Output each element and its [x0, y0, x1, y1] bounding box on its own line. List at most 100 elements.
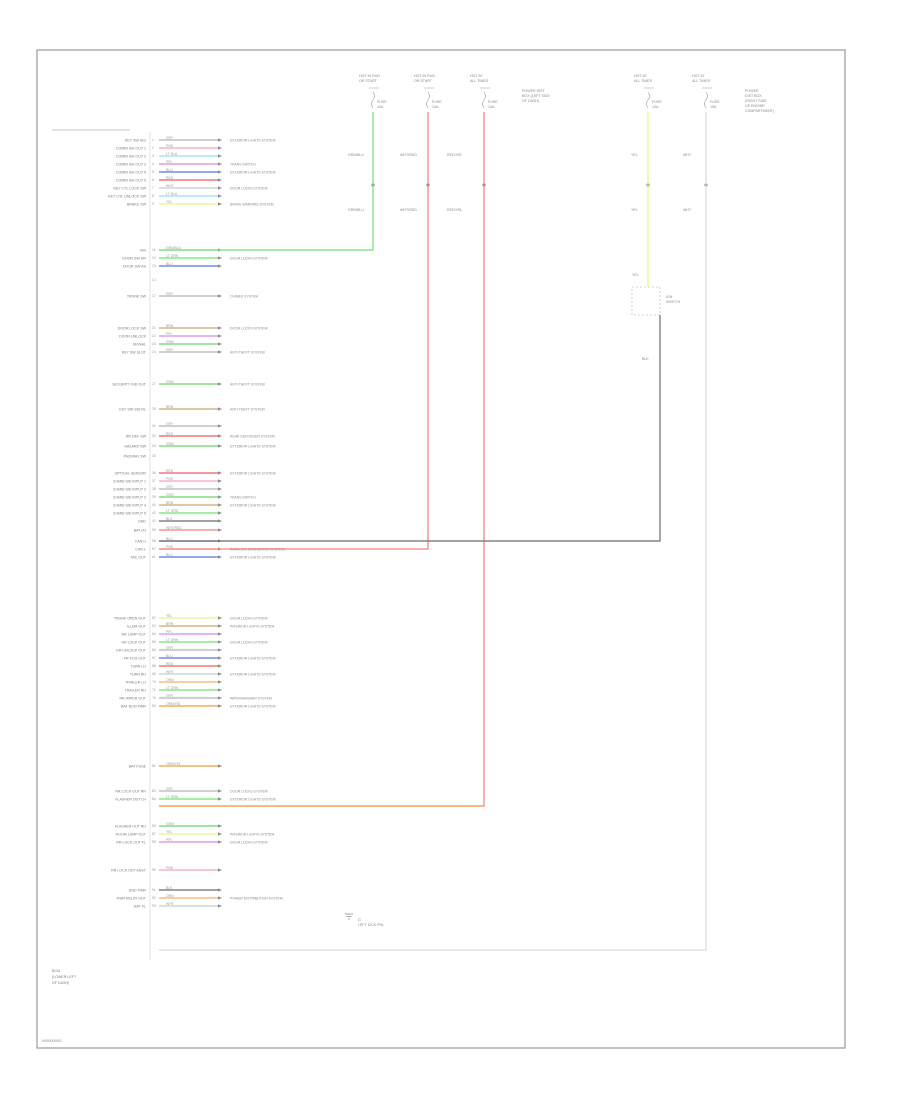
pin-destination: EXTERIOR LIGHTS SYSTEM [230, 672, 276, 676]
wire-color-label: WHT [683, 153, 692, 157]
arrow-icon [218, 896, 222, 900]
pin-function-label: RR LOCK OUT FL [116, 840, 146, 844]
pin-row: FR FOG OUT 67 BLU EXTERIOR LIGHTS SYSTEM [124, 654, 276, 660]
ign-feed-wire [159, 112, 374, 251]
pin-function-label: IGN [140, 248, 147, 252]
fuse-name: FUSE [488, 100, 498, 104]
arrow-icon [218, 382, 222, 386]
fuse-supply-label: HOT IN RUN [414, 74, 435, 78]
pin-number: 34 [152, 454, 156, 458]
arrow-icon [218, 764, 222, 768]
pin-function-label: BAT BCM PWR [121, 704, 146, 708]
pin-function-label: DR UNLOCK OUT [116, 648, 147, 652]
pin-wire-color: PNK [166, 477, 174, 481]
fuse-rating: 10A [488, 105, 495, 109]
pin-function-label: HAZARD SW [124, 444, 146, 448]
pin-number: 11 [152, 248, 156, 252]
pin-number: 62 [152, 616, 156, 620]
pin-number: 22 [152, 334, 156, 338]
fuse-box-note: BOX (LEFT SIDE [522, 94, 550, 98]
arrow-icon [218, 672, 222, 676]
pin-destination: TRANS SWITCH [230, 162, 256, 166]
pin-number: 80 [152, 704, 156, 708]
arrow-icon [218, 664, 222, 668]
pin-number: 42 [152, 519, 156, 523]
pin-wire-color: BLU [166, 654, 173, 658]
pin-function-label: COMBI SW OUT 2 [116, 154, 146, 158]
pin-wire-color: WHT/RED [166, 526, 182, 530]
arrow-icon [218, 264, 222, 268]
arrow-icon [218, 888, 222, 892]
pin-function-label: PASSING SW [124, 454, 147, 458]
pin-function-label: FR FOG OUT [124, 656, 147, 660]
arrow-icon [218, 342, 222, 346]
pin-wire-color: GRY [166, 422, 174, 426]
pin-wire-color: LT BLU [166, 152, 178, 156]
pin-number: 84 [152, 797, 156, 801]
arrow-icon [218, 256, 222, 260]
pin-function-label: SECURITY IND OUT [112, 382, 147, 386]
pin-number: 87 [152, 832, 156, 836]
pin-number: 68 [152, 664, 156, 668]
arrow-icon [218, 138, 222, 142]
fuse-rating: 15A [710, 105, 717, 109]
arrow-icon [218, 434, 222, 438]
pin-number: 4 [152, 162, 154, 166]
pin-number: 89 [152, 840, 156, 844]
arrow-icon [218, 696, 222, 700]
arrow-icon [218, 904, 222, 908]
pin-wire-color: GRN [166, 822, 174, 826]
pin-wire-color: GRY [166, 787, 174, 791]
pin-wire-color: WHT [166, 184, 174, 188]
pin-function-label: COMBI SW OUT 4 [116, 170, 146, 174]
pin-wire-color: WHT [166, 670, 174, 674]
pin-wire-color: GRY [166, 348, 174, 352]
figure-code: W0000000 [42, 1038, 62, 1043]
pin-function-label: COMBI SW OUT 1 [116, 146, 146, 150]
fuse-supply-label: HOT AT [634, 74, 647, 78]
pin-wire-color: RED [166, 176, 174, 180]
pin-number: 57 [152, 547, 156, 551]
pin-number: 91 [152, 888, 156, 892]
pin-function-label: KEY CYL UNLOCK SW [108, 194, 146, 198]
arrow-icon [218, 186, 222, 190]
pin-number: 41 [152, 511, 156, 515]
pin-function-label: DOOR SW DR [122, 256, 146, 260]
pin-function-label: COMBI SW INPUT 5 [113, 511, 146, 515]
pin-wire-color: YEL [166, 614, 173, 618]
pin-wire-color: YEL [166, 830, 173, 834]
pin-number: 81 [152, 764, 156, 768]
pin-number: 67 [152, 656, 156, 660]
arrow-icon [218, 350, 222, 354]
pin-function-label: COMBI SW OUT 3 [116, 162, 146, 166]
arrow-icon [218, 555, 222, 559]
ign-switch-box [631, 286, 661, 316]
arrow-icon [218, 471, 222, 475]
pin-destination: EXTERIOR LIGHTS SYSTEM [230, 656, 276, 660]
pin-wire-color: BRN [166, 405, 174, 409]
wire-color-label: WHT/RED [400, 153, 417, 157]
pin-number: 93 [152, 904, 156, 908]
arrow-icon [218, 202, 222, 206]
pin-destination: REAR DEFOGGER SYSTEM [230, 434, 275, 438]
wire-color-label: YEL [631, 153, 638, 157]
fuse-supply-label: ALL TIMES [634, 79, 653, 83]
wire-color-label: YEL [631, 208, 638, 212]
arrow-icon [218, 632, 222, 636]
wire-color-label: WHT [683, 208, 692, 212]
arrow-icon [218, 789, 222, 793]
